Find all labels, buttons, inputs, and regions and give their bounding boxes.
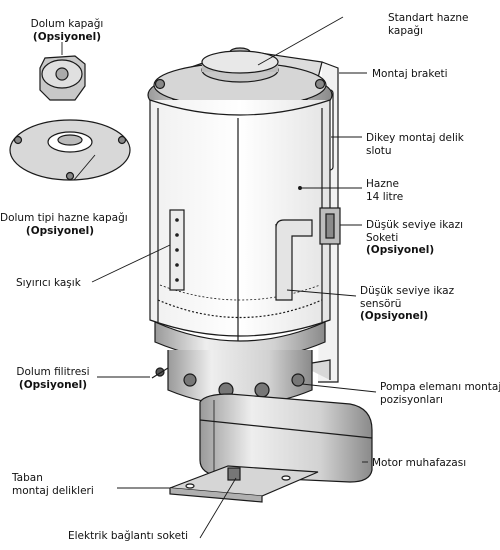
- low-level-sensor-line2: sensörü: [360, 297, 402, 310]
- low-level-sensor-line1: Düşük seviye ikaz: [360, 285, 455, 297]
- reservoir-line1: Hazne: [366, 178, 399, 190]
- electric-socket-shape: [227, 467, 241, 481]
- fill-type-cover-name: Dolum tipi hazne kapağı: [0, 212, 128, 224]
- label-fill-cap: Dolum kapağı (Opsiyonel): [12, 18, 122, 43]
- label-fill-filter: Dolum filitresi (Opsiyonel): [8, 366, 98, 391]
- fill-filter-name: Dolum filitresi: [16, 366, 90, 378]
- low-level-socket-line2: Soketi: [366, 231, 399, 244]
- label-fill-type-cover: Dolum tipi hazne kapağı (Opsiyonel): [0, 212, 128, 237]
- label-low-level-sensor: Düşük seviye ikaz sensörü (Opsiyonel): [360, 285, 454, 323]
- fill-type-cover-option: (Opsiyonel): [25, 224, 95, 237]
- standard-cover-line1: Standart hazne: [388, 12, 469, 24]
- vertical-slot-line1: Dikey montaj delik: [366, 132, 464, 144]
- mount-bracket-name: Montaj braketi: [372, 68, 448, 80]
- low-level-socket-option: (Opsiyonel): [366, 244, 435, 256]
- label-reservoir: Hazne 14 litre: [366, 178, 403, 203]
- label-electric-socket: Elektrik bağlantı soketi: [68, 530, 188, 543]
- label-motor-housing: Motor muhafazası: [372, 457, 466, 470]
- label-standard-cover: Standart hazne kapağı: [388, 12, 468, 37]
- standard-cover-line2: kapağı: [388, 24, 424, 37]
- base-holes-line2: montaj delikleri: [12, 484, 94, 497]
- label-pump-positions: Pompa elemanı montaj pozisyonları: [380, 381, 500, 406]
- pump-base: [151, 321, 326, 406]
- pump-positions-line2: pozisyonları: [380, 393, 443, 406]
- low-level-sensor-option: (Opsiyonel): [360, 310, 429, 322]
- label-base-holes: Taban montaj delikleri: [12, 472, 94, 497]
- fill-type-cover-shape: [9, 119, 131, 181]
- label-low-level-socket: Düşük seviye ikazı Soketi (Opsiyonel): [366, 219, 463, 257]
- low-level-sensor-shape: [275, 207, 341, 301]
- motor-housing-shape: [199, 393, 373, 483]
- fill-filter-option: (Opsiyonel): [18, 378, 88, 391]
- low-level-socket-line1: Düşük seviye ikazı: [366, 219, 464, 231]
- vertical-slot-line2: slotu: [366, 144, 392, 157]
- base-holes-line1: Taban: [12, 472, 43, 484]
- label-scraper: Sıyırıcı kaşık: [16, 277, 81, 290]
- fill-cap-shape: [39, 55, 86, 101]
- fill-cap-option: (Opsiyonel): [32, 30, 102, 43]
- label-mount-bracket: Montaj braketi: [372, 68, 448, 81]
- electric-socket-name: Elektrik bağlantı soketi: [68, 530, 189, 542]
- scraper-name: Sıyırıcı kaşık: [16, 277, 81, 289]
- pump-positions-line1: Pompa elemanı montaj: [380, 381, 500, 393]
- reservoir-line2: 14 litre: [366, 190, 404, 203]
- leader-lines: [61, 16, 377, 539]
- motor-housing-name: Motor muhafazası: [372, 457, 467, 469]
- base-plate: [169, 465, 319, 503]
- fill-cap-name: Dolum kapağı: [30, 18, 104, 30]
- label-vertical-slot: Dikey montaj delik slotu: [366, 132, 464, 157]
